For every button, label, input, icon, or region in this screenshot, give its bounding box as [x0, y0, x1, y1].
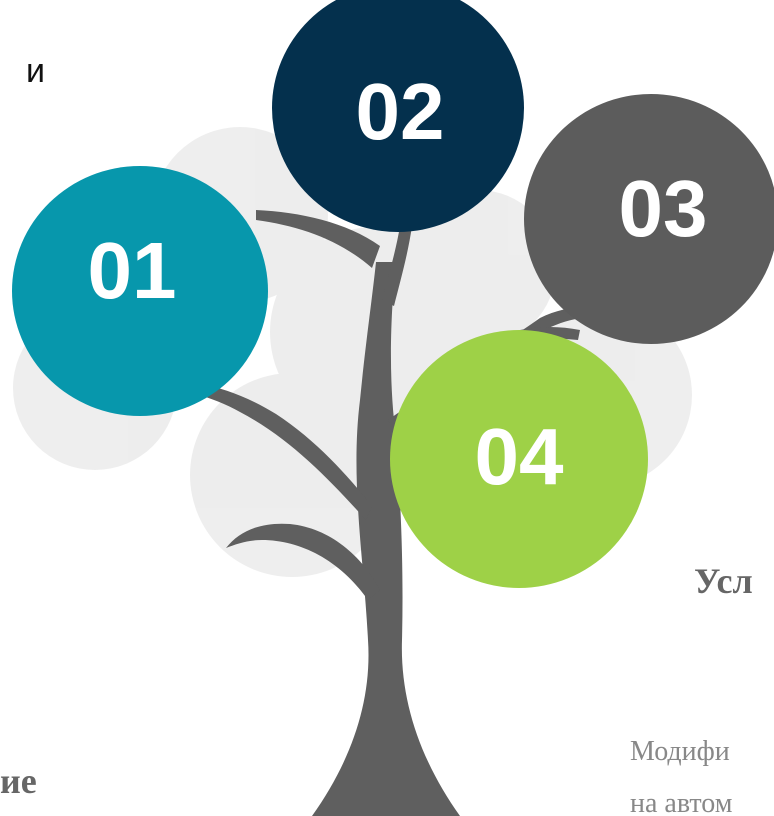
tree-branch: [196, 384, 372, 520]
step-heading-left: ие: [0, 761, 37, 801]
step-description-line: Модифи: [630, 736, 730, 767]
step-heading-right: Усл: [694, 561, 753, 601]
tree-branch: [382, 226, 412, 306]
text-fragment-top: и: [26, 52, 45, 90]
step-description-line: на автом: [630, 788, 733, 816]
step-number: 01: [87, 226, 177, 315]
step-number: 03: [618, 164, 708, 253]
step-circle-02: 02: [272, 0, 524, 232]
step-number: 04: [474, 412, 564, 501]
step-number: 02: [355, 67, 445, 156]
tree-branch: [256, 210, 380, 268]
tree-trunk: [312, 262, 460, 816]
step-circle-03: 03: [524, 94, 774, 344]
foliage-blob: [190, 373, 394, 577]
foliage-blob: [400, 190, 556, 346]
tree-branch: [226, 523, 380, 600]
step-circle-01: 01: [12, 166, 268, 416]
step-circle-04: 04: [390, 330, 648, 588]
